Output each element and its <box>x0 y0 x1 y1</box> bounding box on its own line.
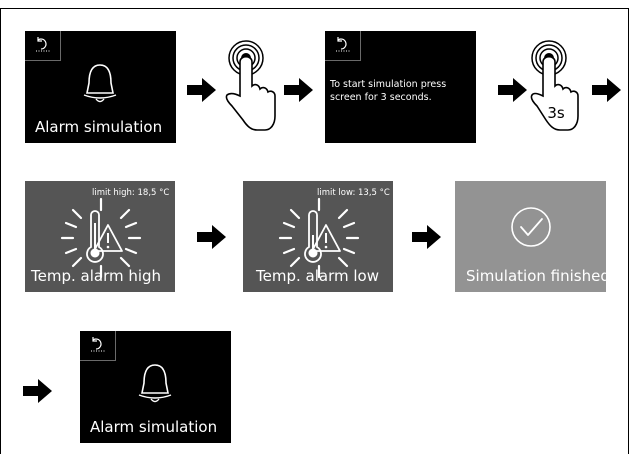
screen-title: Alarm simulation <box>35 118 163 136</box>
alarm-simulation-screen[interactable]: Alarm simulation <box>25 31 176 143</box>
instruction-line-2: screen for 3 seconds. <box>330 92 432 103</box>
bell-icon <box>83 64 117 103</box>
arrow-right-icon <box>23 379 52 403</box>
arrow-right-icon <box>592 78 621 102</box>
screen-title: Temp. alarm low <box>256 267 379 285</box>
temp-alarm-high-screen: limit high: 18,5 °C Temp. alarm high <box>25 181 175 292</box>
thermometer-warning-icon <box>278 197 360 279</box>
limit-low-label: limit low: 13,5 °C <box>317 188 390 198</box>
arrow-right-icon <box>412 225 441 249</box>
arrow-right-icon <box>187 78 216 102</box>
tap-hand-icon <box>225 40 276 131</box>
hold-duration-label: 3s <box>547 104 565 122</box>
back-icon <box>91 337 105 352</box>
diagram-frame <box>0 8 629 454</box>
back-button[interactable] <box>25 31 61 61</box>
instruction-line-1: To start simulation press <box>330 79 447 90</box>
alarm-simulation-screen[interactable]: Alarm simulation <box>80 331 231 443</box>
screen-title: Temp. alarm high <box>31 267 162 285</box>
thermometer-warning-icon <box>60 197 142 279</box>
simulation-finished-screen: Simulation finished <box>455 181 606 292</box>
arrow-right-icon <box>284 78 313 102</box>
arrow-right-icon <box>197 225 226 249</box>
arrow-right-icon <box>498 78 527 102</box>
back-icon <box>36 37 50 52</box>
hold-hand-icon: 3s <box>530 40 579 131</box>
instruction-screen[interactable]: To start simulation press screen for 3 s… <box>325 31 476 143</box>
checkmark-circle-icon <box>511 207 551 247</box>
back-button[interactable] <box>80 331 116 361</box>
temp-alarm-low-screen: limit low: 13,5 °C Temp. alarm low <box>243 181 393 292</box>
screen-title: Simulation finished <box>466 267 606 285</box>
bell-icon <box>138 364 172 403</box>
screen-title: Alarm simulation <box>90 418 218 436</box>
limit-high-label: limit high: 18,5 °C <box>92 188 170 198</box>
back-button[interactable] <box>325 31 361 61</box>
back-icon <box>336 37 350 52</box>
